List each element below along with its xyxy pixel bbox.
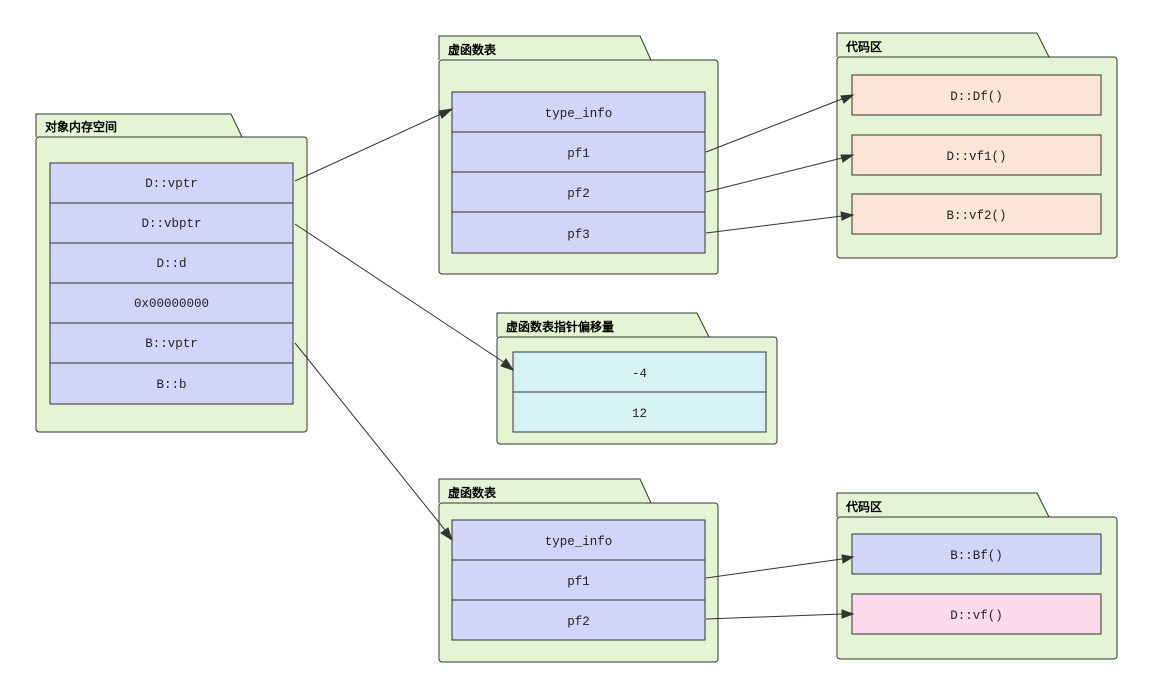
- package-code-d: 代码区 D::Df() D::vf1() B::vf2(): [836, 32, 1118, 259]
- memory-cell: [49, 162, 294, 204]
- memory-cell-label: D::vptr: [145, 177, 198, 191]
- package-tab: [836, 492, 1050, 518]
- code-cell: [851, 134, 1102, 176]
- package-tab: [438, 478, 652, 504]
- arrow-pf3-to-vf2: [705, 211, 855, 234]
- vtable-cell: [451, 211, 706, 254]
- memory-cell: [49, 322, 294, 364]
- vtable-cell-label: pf3: [567, 228, 590, 242]
- memory-cell-label: D::d: [156, 257, 186, 271]
- code-cell: [851, 193, 1102, 235]
- code-cell: [851, 74, 1102, 116]
- vtable-cell-label: type_info: [545, 107, 613, 121]
- memory-cell-label: B::b: [156, 378, 186, 392]
- package-title: 虚函数表指针偏移量: [506, 319, 614, 334]
- package-tab: [35, 113, 243, 138]
- vtable-cell: [451, 171, 706, 213]
- arrow-dvptr-to-vtable: [294, 108, 454, 182]
- package-title: 代码区: [845, 499, 882, 514]
- package-object-memory: 对象内存空间 D::vptr D::vbptr D::d 0x00000000 …: [35, 113, 308, 433]
- arrow-bpf1-to-bf: [705, 554, 855, 579]
- code-cell-label: B::vf2(): [946, 209, 1006, 223]
- arrows: [294, 94, 855, 620]
- package-title: 虚函数表: [448, 485, 497, 500]
- memory-cell: [49, 202, 294, 244]
- vtable-cell-label: pf2: [567, 615, 590, 629]
- package-title: 代码区: [845, 39, 882, 54]
- vtable-cell: [451, 559, 706, 601]
- offset-cell-label: -4: [632, 367, 647, 381]
- memory-cell-label: D::vbptr: [141, 217, 201, 231]
- code-cell-label: D::vf(): [950, 609, 1003, 623]
- code-cell-label: D::Df(): [950, 90, 1003, 104]
- code-cell: [851, 533, 1102, 575]
- memory-cell-label: 0x00000000: [134, 297, 209, 311]
- package-title: 虚函数表: [448, 42, 497, 57]
- code-cell-label: B::Bf(): [950, 549, 1003, 563]
- offset-cell: [512, 351, 767, 393]
- arrow-bvptr-to-vtable-b: [294, 342, 453, 542]
- arrow-dvbptr-to-offsets: [294, 223, 515, 371]
- vtable-cell: [451, 599, 706, 641]
- package-vbtable: 虚函数表指针偏移量 -4 12: [496, 312, 778, 445]
- memory-cell: [49, 242, 294, 284]
- package-tab: [496, 312, 710, 338]
- arrow-pf1-to-df: [705, 94, 855, 153]
- memory-cell-label: B::vptr: [145, 337, 198, 351]
- package-title: 对象内存空间: [45, 119, 117, 134]
- vtable-cell: [451, 91, 706, 133]
- vtable-cell-label: type_info: [545, 535, 613, 549]
- offset-cell-label: 12: [632, 407, 647, 421]
- arrow-bpf2-to-vf: [705, 609, 855, 620]
- vtable-cell: [451, 519, 706, 561]
- package-tab: [836, 32, 1050, 58]
- package-code-b: 代码区 B::Bf() D::vf(): [836, 492, 1118, 660]
- vtable-cell-label: pf1: [567, 147, 590, 161]
- code-cell-label: D::vf1(): [946, 150, 1006, 164]
- vtable-cell-label: pf1: [567, 575, 590, 589]
- offset-cell: [512, 391, 767, 433]
- vtable-cell-label: pf2: [567, 187, 590, 201]
- package-tab: [438, 35, 652, 61]
- memory-cell: [49, 362, 294, 405]
- package-vtable-d: 虚函数表 type_info pf1 pf2 pf3: [438, 35, 719, 275]
- arrow-pf2-to-vf1: [705, 154, 855, 193]
- package-vtable-b: 虚函数表 type_info pf1 pf2: [438, 478, 719, 663]
